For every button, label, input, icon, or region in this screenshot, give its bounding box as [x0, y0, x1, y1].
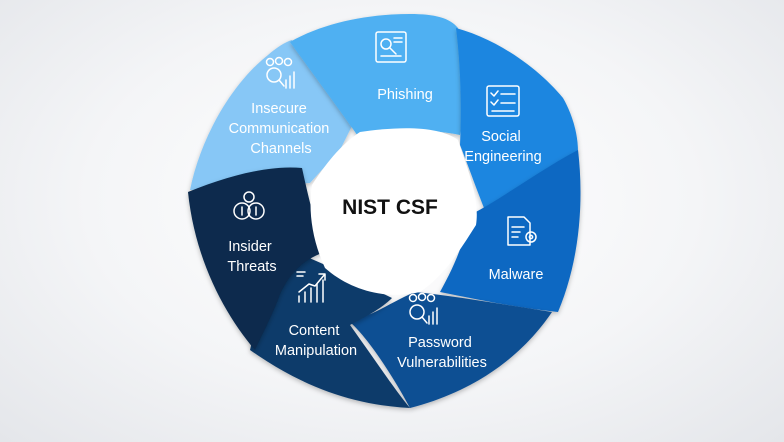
segment-insider-threats [188, 167, 325, 350]
segment-label-insecure-communication-channels: Insecure Communication Channels [229, 101, 334, 157]
money-exchange-icon [233, 191, 265, 220]
segment-label-social-engineering: Social Engineering [464, 129, 541, 165]
phishing-icon [375, 31, 407, 63]
team-chart-icon [265, 56, 295, 89]
segment-label-malware: Malware [489, 267, 544, 283]
center-hexagon [310, 128, 477, 295]
checklist-icon [486, 85, 520, 117]
team-analysis-icon [408, 292, 438, 325]
segment-label-content-manipulation: Content Manipulation [275, 323, 357, 359]
segment-malware [440, 150, 581, 312]
segment-password-vulnerabilities [350, 292, 552, 408]
segment-label-phishing: Phishing [377, 87, 433, 103]
document-gear-icon [507, 216, 537, 246]
segment-label-insider-threats: Insider Threats [227, 239, 276, 275]
center-label: NIST CSF [342, 196, 438, 219]
segment-label-password-vulnerabilities: Password Vulnerabilities [397, 335, 487, 371]
growth-chart-icon [296, 271, 326, 303]
segment-phishing [290, 14, 463, 142]
